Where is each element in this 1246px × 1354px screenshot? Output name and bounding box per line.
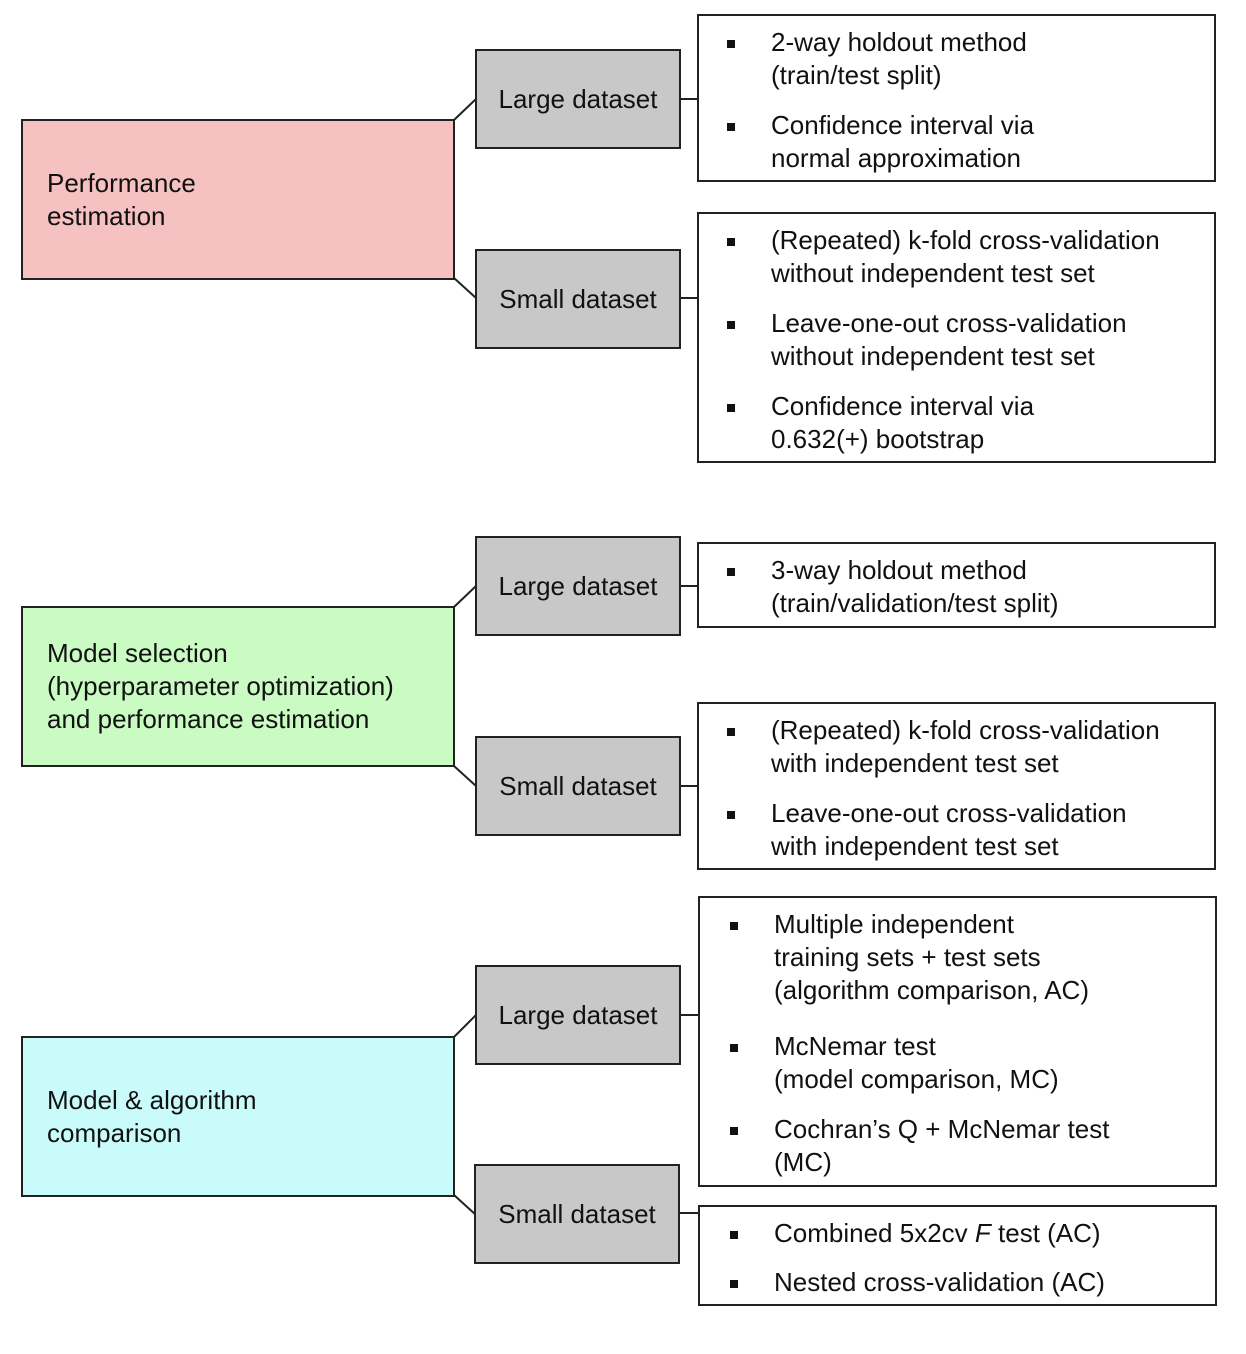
dataset-label: Small dataset: [499, 283, 657, 314]
method-list-small: (Repeated) k-fold cross-validation witho…: [697, 212, 1216, 463]
bullet-icon: [730, 1044, 738, 1052]
list-item: Cochran’s Q + McNemar test (MC): [730, 1113, 1209, 1179]
list-item: Nested cross-validation (AC): [730, 1266, 1209, 1299]
category-label: Performance estimation: [47, 167, 196, 231]
bullet-icon: [727, 321, 735, 329]
method-list-large: 3-way holdout method (train/validation/t…: [697, 542, 1216, 628]
bullet-icon: [730, 1280, 738, 1288]
list-item: (Repeated) k-fold cross-validation witho…: [727, 224, 1208, 290]
list-item: Leave-one-out cross-validation without i…: [727, 307, 1208, 373]
list-item: (Repeated) k-fold cross-validation with …: [727, 714, 1208, 780]
method-list-large: Multiple independent training sets + tes…: [698, 896, 1217, 1187]
bullet-icon: [727, 728, 735, 736]
list-item: 2-way holdout method (train/test split): [727, 26, 1208, 92]
category-label: Model selection (hyperparameter optimiza…: [47, 638, 394, 734]
list-item: Multiple independent training sets + tes…: [730, 908, 1209, 1007]
category-performance-estimation: Performance estimation: [21, 119, 455, 280]
bullet-icon: [727, 123, 735, 131]
list-item: Combined 5x2cv F test (AC): [730, 1217, 1209, 1250]
category-model-algorithm-comparison: Model & algorithm comparison: [21, 1036, 455, 1197]
dataset-label: Large dataset: [498, 83, 658, 114]
large-dataset-box: Large dataset: [475, 965, 681, 1065]
list-item: Confidence interval via 0.632(+) bootstr…: [727, 390, 1208, 456]
large-dataset-box: Large dataset: [475, 536, 681, 636]
bullet-icon: [730, 1127, 738, 1135]
list-item: 3-way holdout method (train/validation/t…: [727, 554, 1208, 620]
bullet-icon: [727, 40, 735, 48]
small-dataset-box: Small dataset: [474, 1164, 680, 1264]
category-label: Model & algorithm comparison: [47, 1084, 257, 1148]
list-item: Leave-one-out cross-validation with inde…: [727, 797, 1208, 863]
dataset-label: Small dataset: [498, 1198, 656, 1229]
bullet-icon: [727, 238, 735, 246]
method-list-large: 2-way holdout method (train/test split) …: [697, 14, 1216, 182]
dataset-label: Small dataset: [499, 770, 657, 801]
small-dataset-box: Small dataset: [475, 249, 681, 349]
bullet-icon: [730, 1231, 738, 1239]
method-list-small: Combined 5x2cv F test (AC) Nested cross-…: [698, 1205, 1217, 1306]
category-model-selection: Model selection (hyperparameter optimiza…: [21, 606, 455, 767]
dataset-label: Large dataset: [498, 570, 658, 601]
bullet-icon: [727, 404, 735, 412]
bullet-icon: [727, 811, 735, 819]
bullet-icon: [730, 922, 738, 930]
small-dataset-box: Small dataset: [475, 736, 681, 836]
bullet-icon: [727, 568, 735, 576]
italic-f: F: [974, 1218, 991, 1248]
large-dataset-box: Large dataset: [475, 49, 681, 149]
dataset-label: Large dataset: [498, 999, 658, 1030]
list-item: Confidence interval via normal approxima…: [727, 109, 1208, 175]
method-list-small: (Repeated) k-fold cross-validation with …: [697, 702, 1216, 870]
list-item: McNemar test (model comparison, MC): [730, 1030, 1209, 1096]
